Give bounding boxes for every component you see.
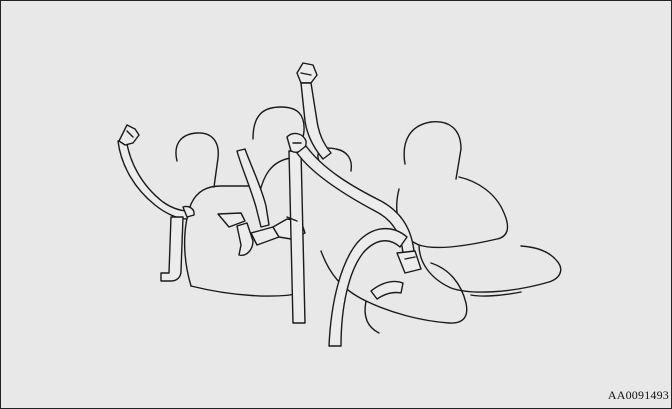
figure-code: AA0091493 xyxy=(608,388,669,403)
front-seat-right xyxy=(397,122,561,296)
seat-belts xyxy=(118,63,421,346)
